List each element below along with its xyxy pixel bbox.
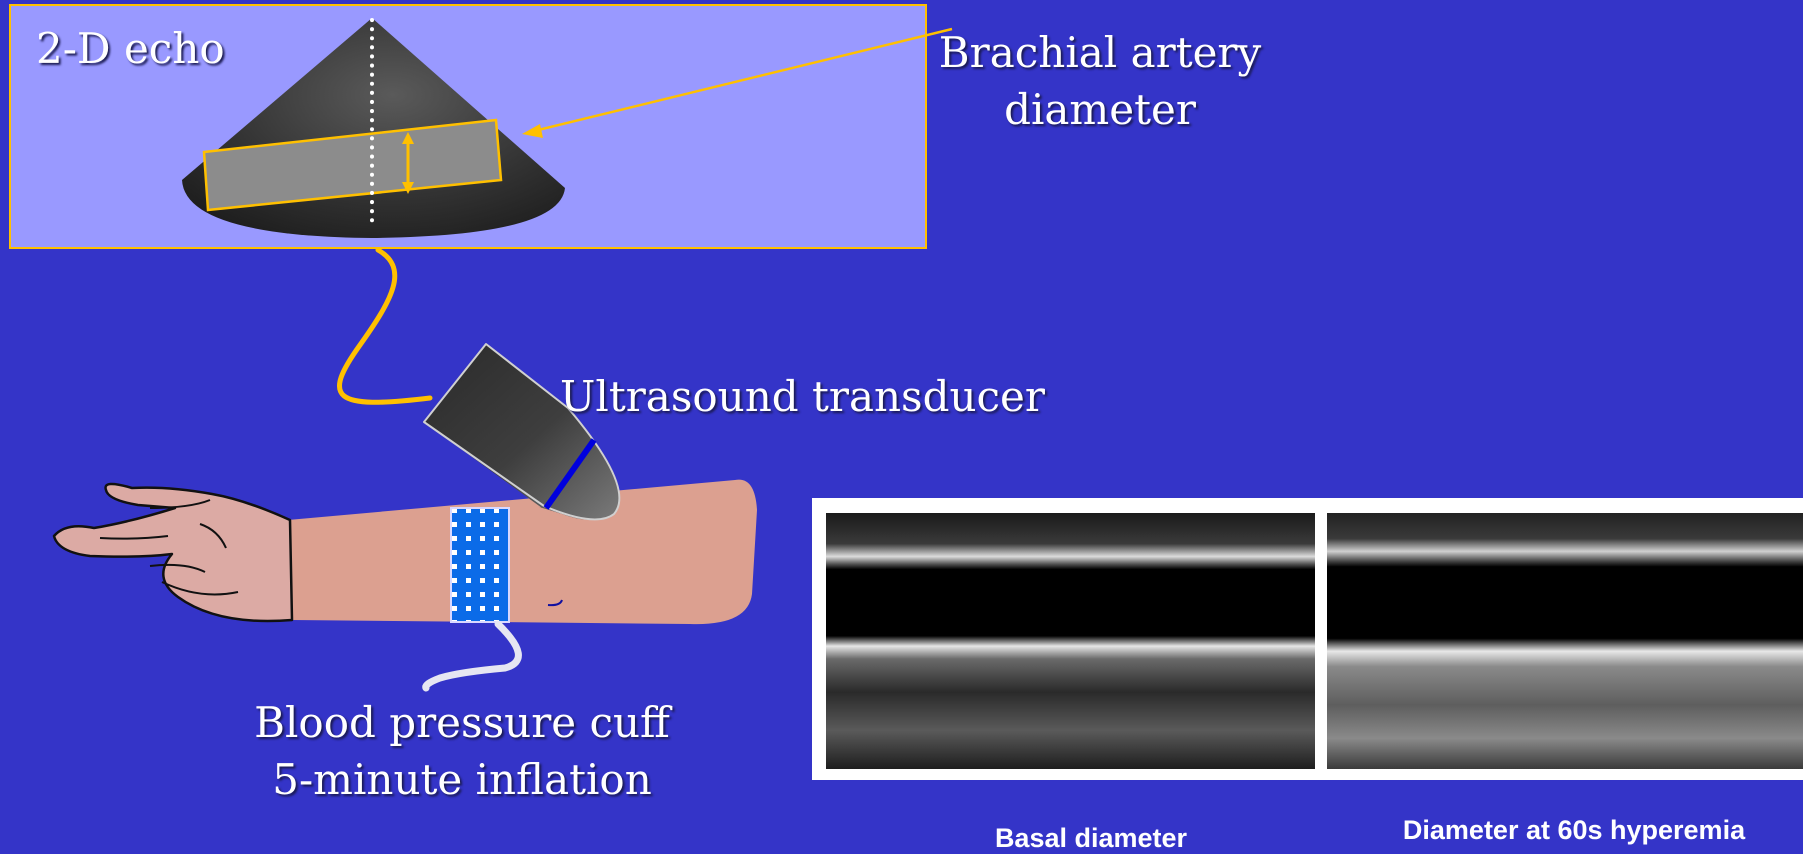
artery-label-line-2: diameter [928,81,1272,138]
forearm-hand-icon [54,480,757,625]
artery-label-line-1: Brachial artery [928,24,1272,81]
artery-diameter-label: Brachial artery diameter [928,24,1272,138]
transducer-label: Ultrasound transducer [560,368,1045,425]
echo-label: 2-D echo [36,20,225,77]
transducer-cable [339,250,430,402]
ultrasound-images [812,498,1803,780]
cuff-label-line-1: Blood pressure cuff [212,694,712,751]
basal-diameter-caption: Basal diameter [926,823,1256,854]
hyperemia-ultrasound-image [1327,513,1803,769]
basal-ultrasound-image [826,513,1315,769]
cuff-label-line-2: 5-minute inflation [212,751,712,808]
cuff-label: Blood pressure cuff 5-minute inflation [212,694,712,808]
hyperemia-diameter-caption: Diameter at 60s hyperemia [1354,815,1794,846]
